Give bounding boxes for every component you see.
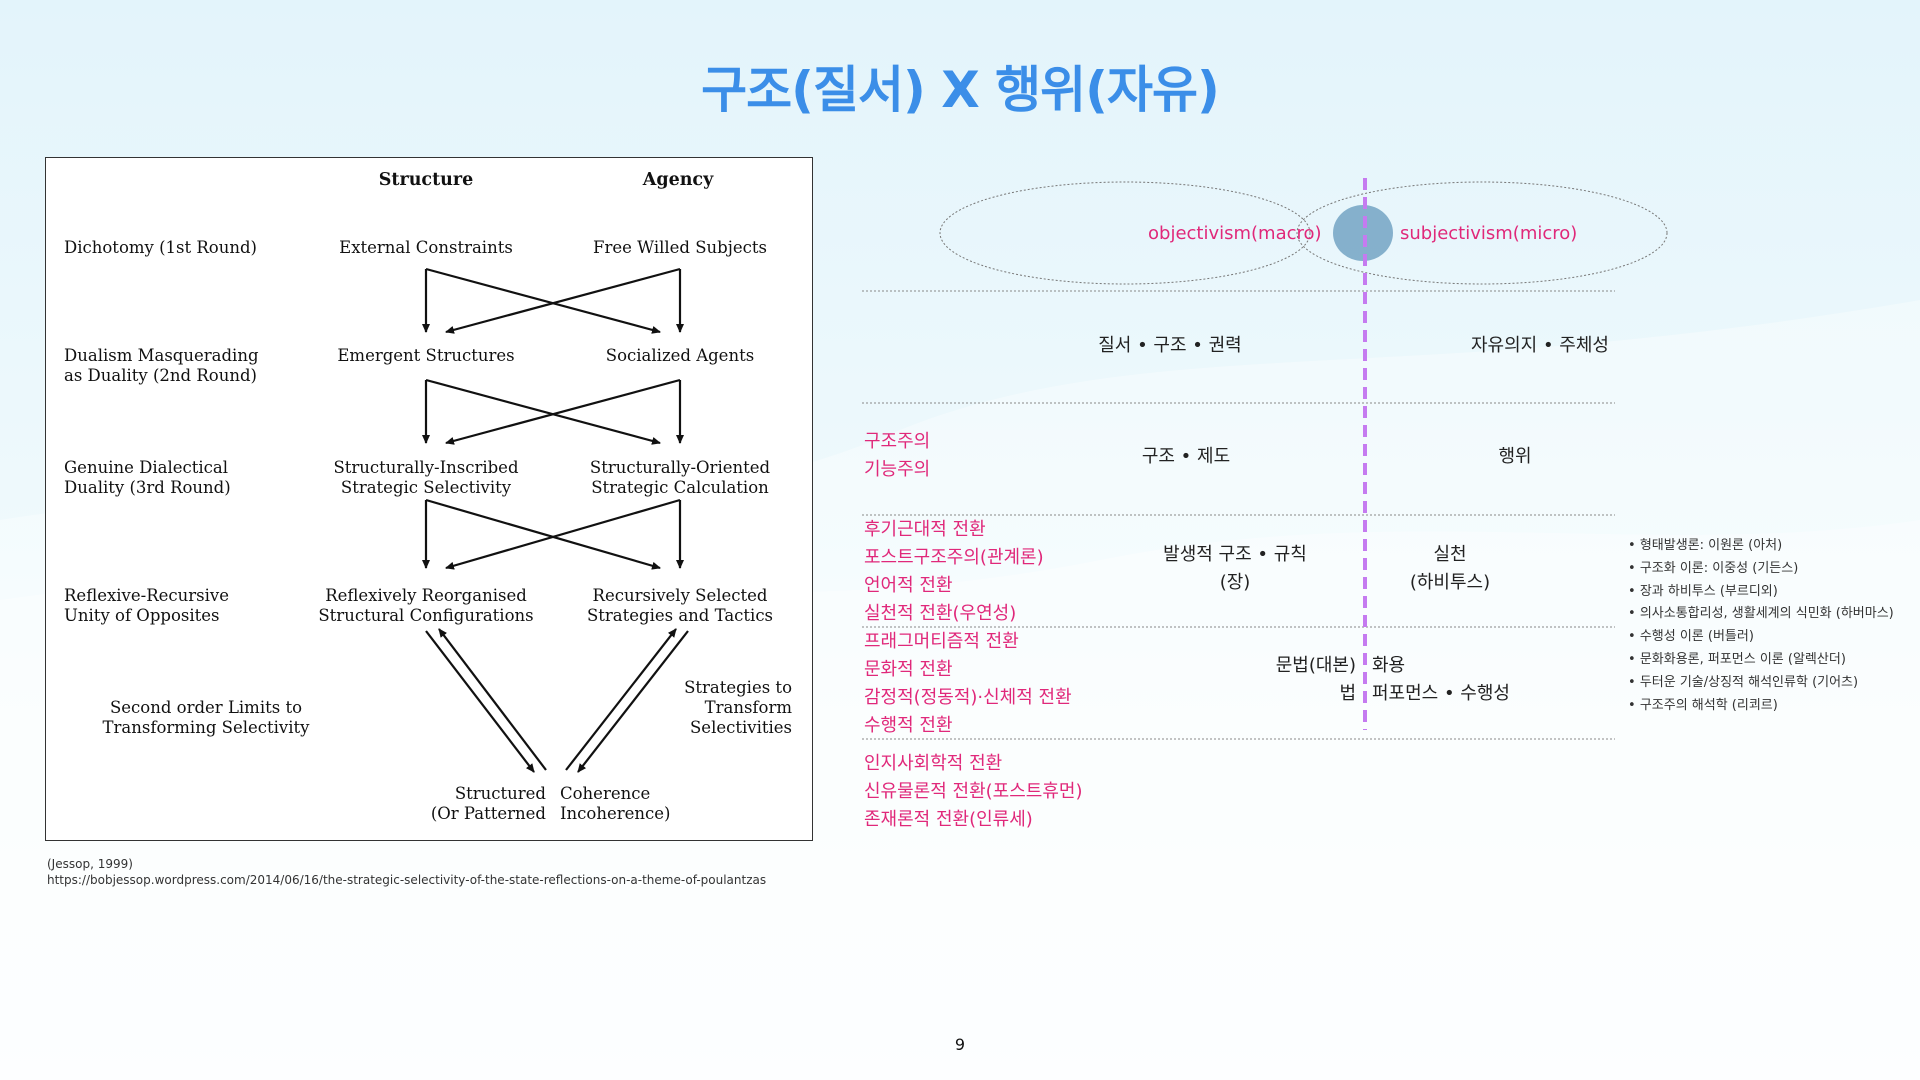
performance-performativity: 퍼포먼스 • 수행성 [1372,683,1510,704]
objectivism-ellipse [939,181,1311,285]
page-number: 9 [954,1035,966,1054]
subjectivism-ellipse [1296,181,1668,285]
row-agency-3: Structurally-Oriented Strategic Calculat… [589,458,771,497]
action: 행위 [1498,446,1532,467]
caption-author: (Jessop, 1999) [47,857,133,871]
row-agency-1: Free Willed Subjects [593,238,767,257]
note-item: 장과 하비투스 (부르디외) [1628,581,1894,604]
left-note: Second order Limits to Transforming Sele… [102,698,310,737]
note-item: 구조화 이론: 이중성 (기든스) [1628,558,1894,581]
note-item: 문화화용론, 퍼포먼스 이론 (알렉산더) [1628,649,1894,672]
bottom-left-label: Structured (Or Patterned [430,784,546,823]
row-structure-3: Structurally-Inscribed Strategic Selecti… [333,458,519,497]
note-item: 의사소통합리성, 생활세계의 식민화 (하버마스) [1628,603,1894,626]
objectivism-label: objectivism(macro) [1148,223,1322,244]
row-label-2: Dualism Masquerading as Duality (2nd Rou… [64,346,259,385]
structure-institution: 구조 • 제도 [1141,446,1231,467]
theories-row-5: 인지사회학적 전환 신유물론적 전환(포스트휴먼) 존재론적 전환(인류세) [864,753,1083,830]
law: 법 [1339,683,1356,704]
note-item: 구조주의 해석학 (리쾨르) [1628,695,1894,718]
theories-row-2: 구조주의 기능주의 [864,431,931,480]
figure-arrows [422,267,689,773]
row-agency-4: Recursively Selected Strategies and Tact… [586,586,774,625]
grammar-script: 문법(대본) [1275,655,1356,676]
note-item: 두터운 기술/상징적 해석인류학 (기어츠) [1628,672,1894,695]
row-structure-1: External Constraints [339,238,513,257]
figure-caption: (Jessop, 1999) https://bobjessop.wordpre… [47,856,766,888]
freewill-subjectivity: 자유의지 • 주체성 [1471,335,1609,356]
row-label-4: Reflexive-Recursive Unity of Opposites [64,586,229,625]
practice-habitus: 실천 (하비투스) [1409,544,1491,593]
row-label-1: Dichotomy (1st Round) [64,238,257,257]
theories-row-4: 프래그머티즘적 전환 문화적 전환 감정적(정동적)·신체적 전환 수행적 전환 [864,631,1072,736]
subjectivism-label: subjectivism(micro) [1400,223,1578,244]
structure-header: Structure [378,170,474,190]
note-item: 수행성 이론 (버틀러) [1628,626,1894,649]
bottom-right-label: Coherence Incoherence) [560,784,671,823]
order-structure-power: 질서 • 구조 • 권력 [1098,335,1242,356]
row-agency-2: Socialized Agents [605,346,755,365]
generative-structure-rules: 발생적 구조 • 규칙 (장) [1163,544,1307,593]
overlap-region [1333,205,1393,261]
theories-row-3: 후기근대적 전환 포스트구조주의(관계론) 언어적 전환 실천적 전환(우연성) [864,519,1044,624]
row-label-3: Genuine Dialectical Duality (3rd Round) [64,458,231,497]
agency-header: Agency [642,170,714,190]
caption-url[interactable]: https://bobjessop.wordpress.com/2014/06/… [47,873,767,887]
note-item: 형태발생론: 이원론 (아처) [1628,535,1894,558]
jessop-figure: Structure Agency Dichotomy (1st Round) E… [45,157,813,841]
right-note: Strategies to Transform Selectivities [684,678,792,737]
theory-notes-list: 형태발생론: 이원론 (아처) 구조화 이론: 이중성 (기든스) 장과 하비투… [1628,535,1894,717]
row-structure-2: Emergent Structures [337,346,515,365]
row-structure-4: Reflexively Reorganised Structural Confi… [318,586,534,625]
slide-title: 구조(질서) X 행위(자유) [701,61,1220,119]
pragmatics: 화용 [1372,655,1406,676]
